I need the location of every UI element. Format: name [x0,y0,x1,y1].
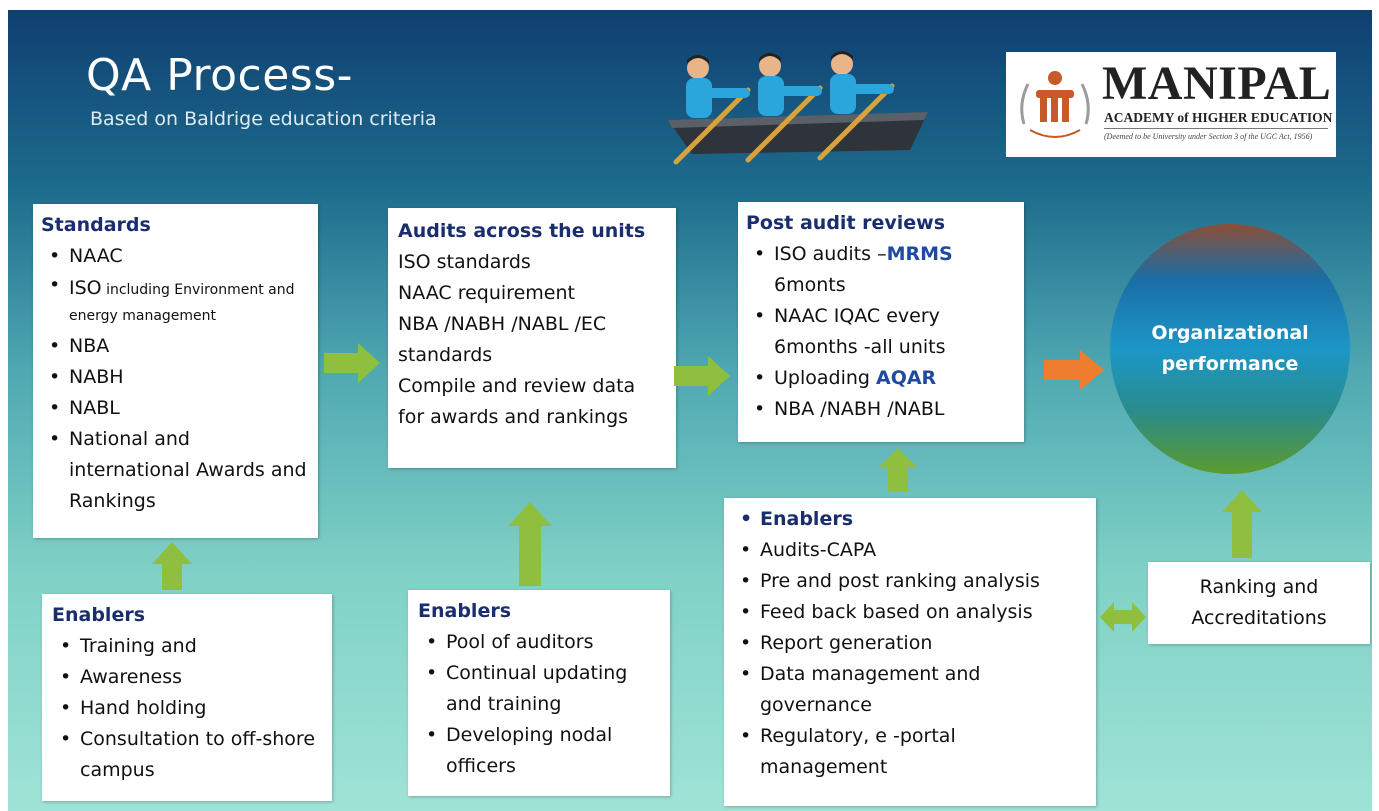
arrow-up-icon [878,448,918,492]
logo-rule [1104,128,1328,129]
list-item: Uploading AQAR [746,363,1014,394]
enablers-box-2: Enablers Pool of auditors Continual upda… [408,590,670,796]
list-item: Pool of auditors [418,627,660,658]
audits-line: ISO standards [398,251,531,273]
iso-detail: including Environment and energy managem… [69,282,295,324]
org-label-line: Organizational [1151,322,1309,344]
list-item: Feed back based on analysis [732,597,1086,628]
rank-label-line: Ranking and [1199,576,1319,598]
enablers-box-3: Enablers Audits-CAPA Pre and post rankin… [724,498,1096,806]
list-item: Training and [52,631,322,662]
page-title: QA Process- [86,50,354,101]
list-item: Developing nodal officers [418,720,660,782]
rower-1 [686,55,750,118]
list-item: NAAC IQAC every 6months -all units [746,301,1014,363]
audits-line: Compile and review data for awards and r… [398,375,636,428]
mrms-highlight: MRMS [886,243,953,265]
audits-box: Audits across the units ISO standards NA… [388,208,676,468]
list-item: Pre and post ranking analysis [732,566,1086,597]
post-audit-box: Post audit reviews ISO audits –MRMS 6mon… [738,202,1024,442]
aqar-highlight: AQAR [876,367,937,389]
arrow-up-icon [1222,490,1262,558]
enablers-list: Training and Awareness Hand holding Cons… [52,631,322,786]
list-item: NABL [41,393,308,424]
list-item: Audits-CAPA [732,535,1086,566]
audits-line: NAAC requirement [398,282,575,304]
post-audit-heading: Post audit reviews [746,212,946,234]
list-item: ISO audits –MRMS 6monts [746,239,1014,301]
standards-list: NAAC ISO including Environment and energ… [41,241,308,517]
iso-label: ISO [69,277,102,299]
logo-note: (Deemed to be University under Section 3… [1104,132,1313,141]
audits-line: NBA /NABH /NABL /EC standards [398,313,607,366]
list-item: Report generation [732,628,1086,659]
audits-heading: Audits across the units [398,220,646,242]
ranking-accreditations-box: Ranking and Accreditations [1148,562,1370,644]
list-item: ISO including Environment and energy man… [41,272,308,327]
list-item: NBA /NABH /NABL [746,394,1014,425]
list-item: National and international Awards and Ra… [41,424,308,517]
rower-3 [830,51,894,114]
standards-box: Standards NAAC ISO including Environment… [33,204,318,538]
organizational-performance-circle: Organizational performance [1110,224,1350,474]
enablers-box-1: Enablers Training and Awareness Hand hol… [42,594,332,801]
standards-heading: Standards [41,214,151,236]
list-item: Consultation to off-shore campus [52,724,322,786]
logo-subtitle: ACADEMY of HIGHER EDUCATION [1104,110,1333,125]
enablers-heading: Enablers [418,600,512,622]
arrow-right-icon [324,343,380,383]
arrow-right-icon [1044,350,1104,390]
rowers-illustration [668,51,928,165]
logo-name: MANIPAL [1102,57,1332,110]
enablers-heading: Enablers [732,504,1086,535]
manipal-logo: MANIPAL ACADEMY of HIGHER EDUCATION (Dee… [1006,52,1336,157]
enablers-heading: Enablers [52,604,146,626]
slide: QA Process- Based on Baldrige education … [8,10,1372,811]
list-item: Hand holding [52,693,322,724]
enablers-list: Enablers Audits-CAPA Pre and post rankin… [732,504,1086,783]
org-label-line: performance [1161,353,1299,375]
list-item: Regulatory, e -portal management [732,721,1086,783]
list-item: Data management and governance [732,659,1086,721]
enablers-list: Pool of auditors Continual updating and … [418,627,660,782]
list-item: NABH [41,362,308,393]
rower-2 [758,53,822,116]
post-audit-list: ISO audits –MRMS 6monts NAAC IQAC every … [746,239,1014,425]
rank-label-line: Accreditations [1191,607,1327,629]
arrow-right-icon [674,356,730,396]
list-item: NBA [41,331,308,362]
double-arrow-icon [1100,602,1146,632]
page-subtitle: Based on Baldrige education criteria [90,108,437,130]
arrow-up-icon [508,502,552,586]
list-item: NAAC [41,241,308,272]
list-item: Continual updating and training [418,658,660,720]
list-item: Awareness [52,662,322,693]
arrow-up-icon [152,542,192,590]
manipal-seal-icon [1020,71,1090,138]
